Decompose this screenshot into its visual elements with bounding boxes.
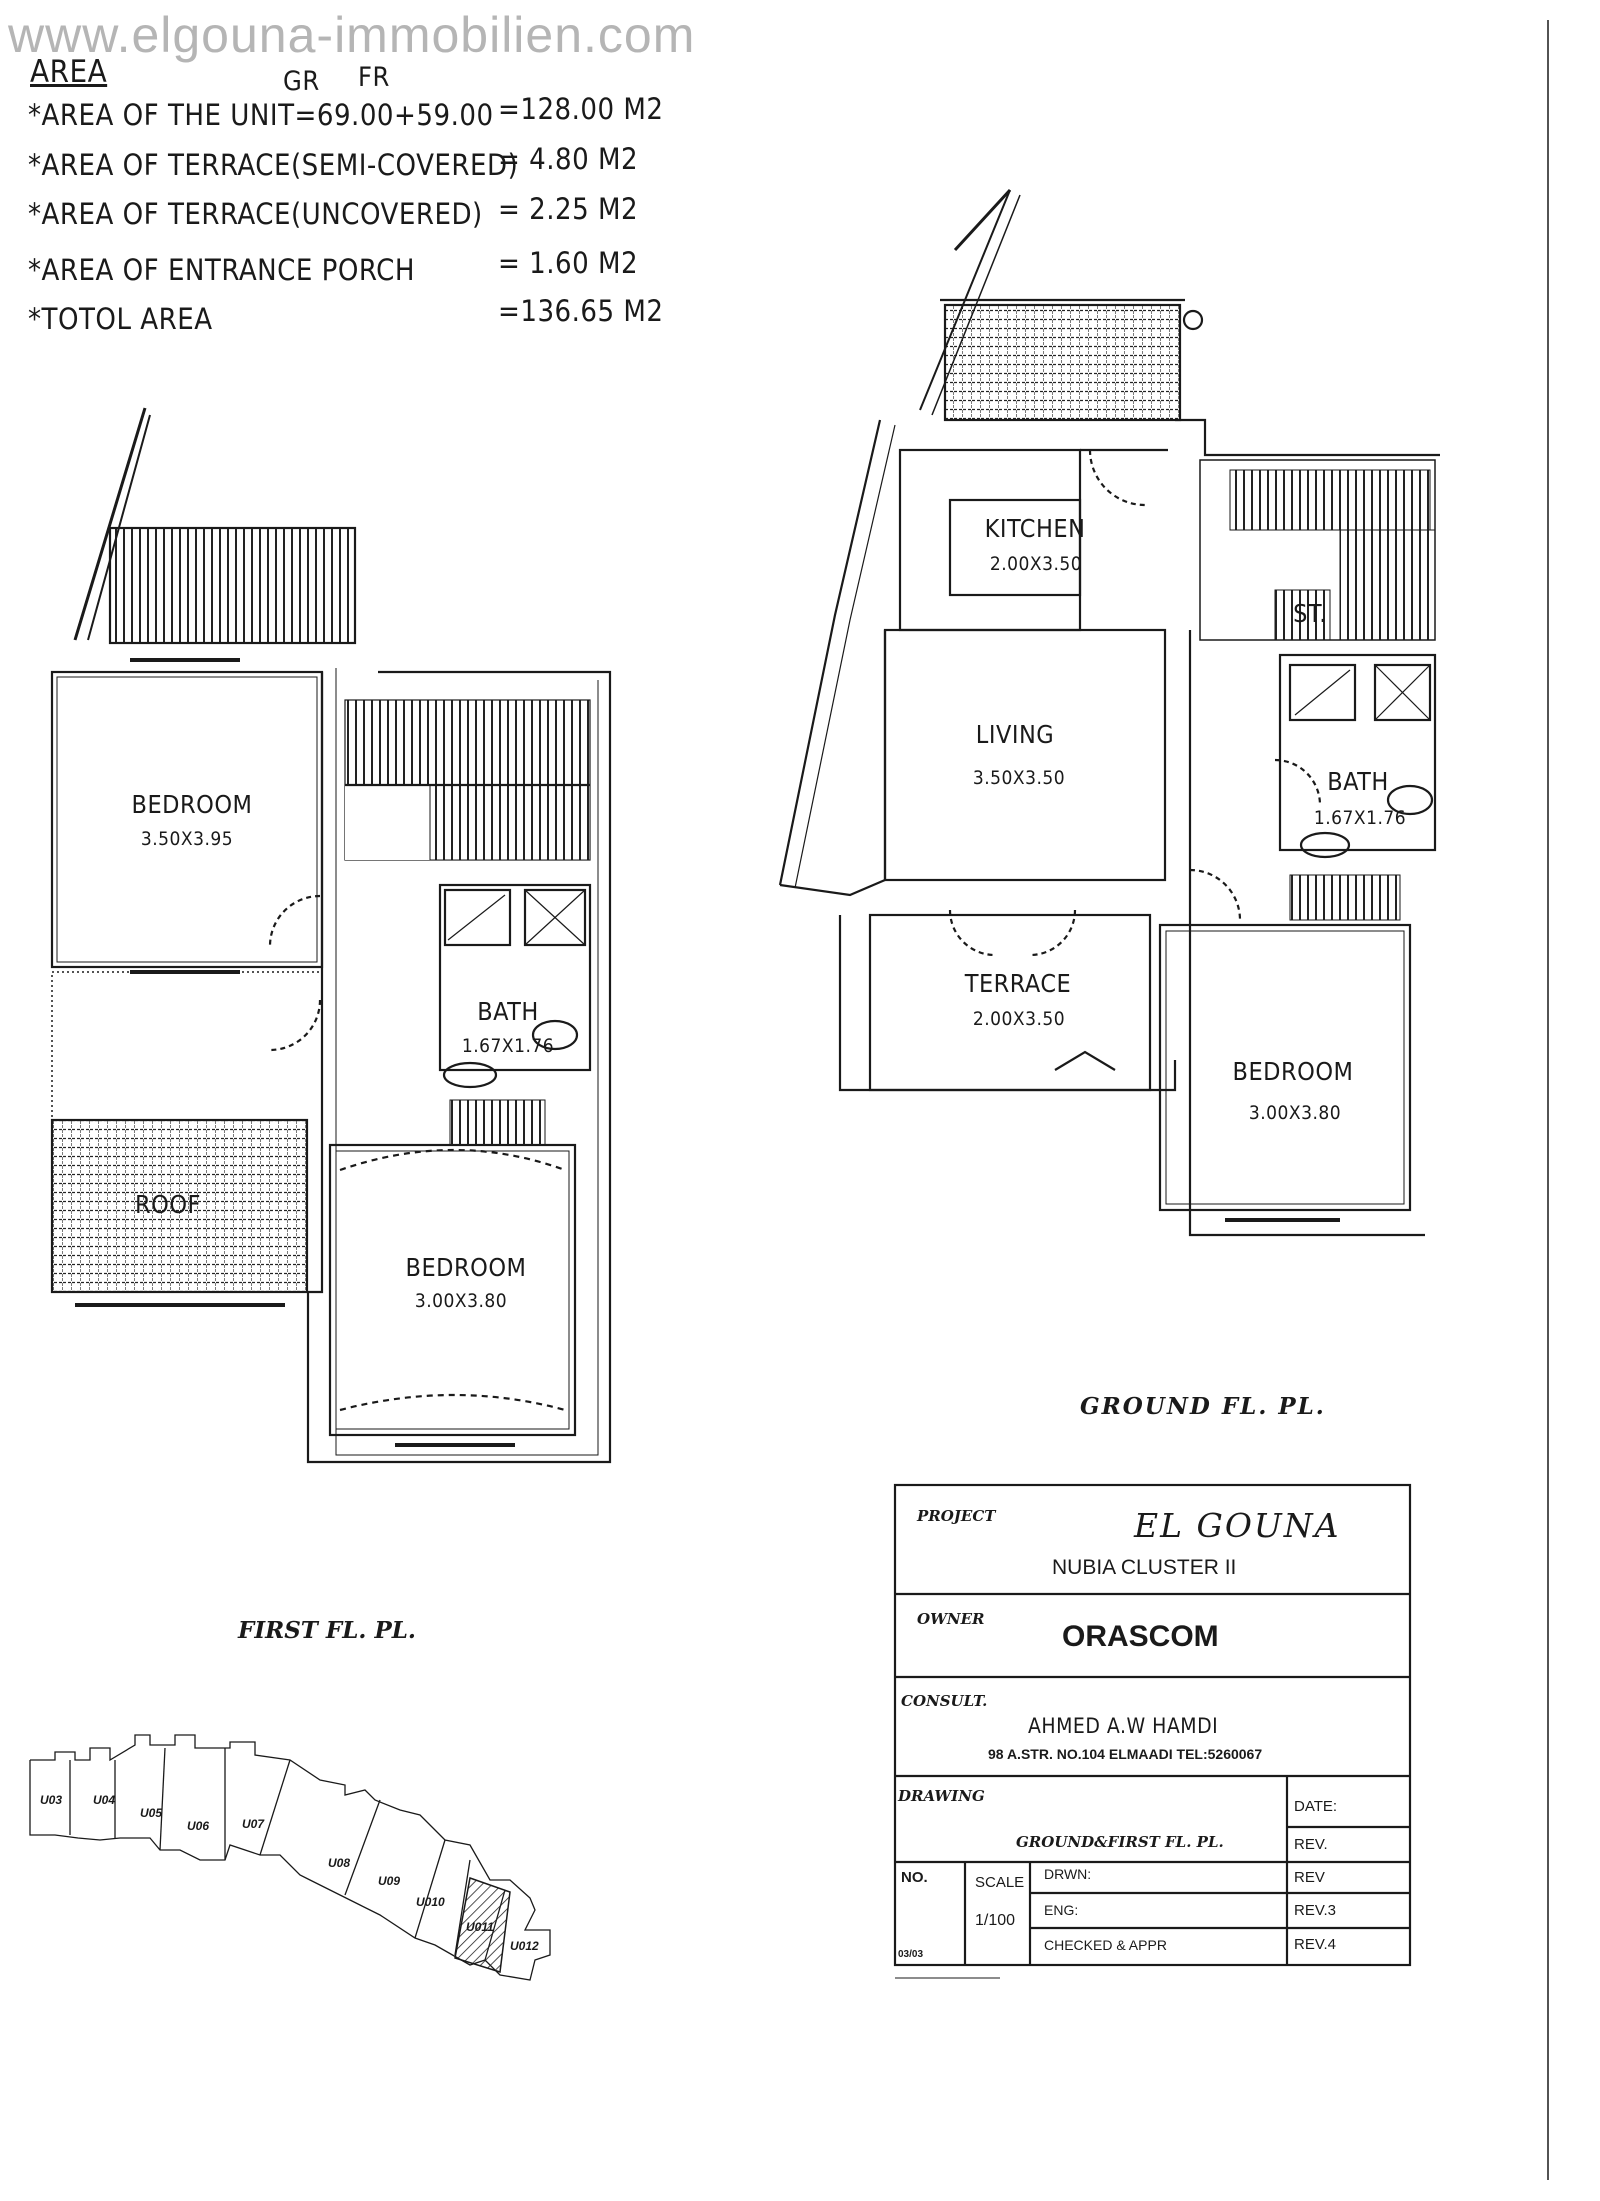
ground-floor-caption: GROUND FL. PL. xyxy=(1080,1393,1326,1420)
area-row-value: = 2.25 M2 xyxy=(498,192,639,226)
store-label: ST. xyxy=(1293,599,1327,628)
project-label: PROJECT xyxy=(917,1507,996,1525)
unit-label: U010 xyxy=(416,1895,445,1909)
unit-label: U06 xyxy=(187,1819,210,1833)
area-row-label: *AREA OF ENTRANCE PORCH xyxy=(28,253,415,287)
area-col-gr: GR xyxy=(283,66,320,97)
watermark-text: www.elgouna-immobilien.com xyxy=(8,7,696,63)
unit-label: U03 xyxy=(40,1793,63,1807)
first-floor-roof-label: ROOF xyxy=(135,1190,201,1219)
drwn-label: DRWN: xyxy=(1044,1866,1092,1882)
first-floor-plan xyxy=(50,407,612,1464)
title-block-frame xyxy=(893,1483,1412,1979)
ground-floor-plan xyxy=(778,188,1440,1237)
rev-label: REV.4 xyxy=(1294,1936,1336,1953)
consult-label: CONSULT. xyxy=(901,1692,988,1710)
kitchen-dim: 2.00X3.50 xyxy=(989,553,1083,575)
unit-label: U08 xyxy=(328,1856,351,1870)
consultant-address: 98 A.STR. NO.104 ELMAADI TEL:5260067 xyxy=(988,1746,1263,1762)
consultant-name: AHMED A.W HAMDI xyxy=(1028,1714,1219,1738)
eng-label: ENG: xyxy=(1044,1902,1079,1918)
no-label: NO. xyxy=(901,1869,928,1886)
first-floor-caption: FIRST FL. PL. xyxy=(238,1617,416,1644)
kitchen-label: KITCHEN xyxy=(984,514,1086,543)
rev-label: REV.3 xyxy=(1294,1902,1336,1919)
area-row-value: = 1.60 M2 xyxy=(498,246,639,280)
area-col-fr: FR xyxy=(358,62,390,93)
drawing-label: DRAWING xyxy=(898,1787,985,1805)
ground-floor-bath-dim: 1.67X1.76 xyxy=(1313,807,1407,829)
ground-floor-bedroom-dim: 3.00X3.80 xyxy=(1248,1102,1342,1124)
ground-floor-bedroom-label: BEDROOM xyxy=(1232,1057,1354,1086)
unit-label: U09 xyxy=(378,1874,401,1888)
unit-label-highlighted: U011 xyxy=(466,1920,494,1934)
rev-label: REV. xyxy=(1294,1836,1328,1853)
terrace-label: TERRACE xyxy=(964,969,1072,998)
scale-label: SCALE xyxy=(975,1874,1025,1891)
area-row-label: *AREA OF TERRACE(UNCOVERED) xyxy=(28,197,483,231)
owner-label: OWNER xyxy=(917,1610,985,1628)
owner-name: ORASCOM xyxy=(1062,1620,1219,1653)
area-row-label: *TOTOL AREA xyxy=(28,302,213,336)
first-floor-bedroom-label: BEDROOM xyxy=(131,790,253,819)
drawing-title: GROUND&FIRST FL. PL. xyxy=(1016,1833,1224,1851)
area-row-label: *AREA OF THE UNIT=69.00+59.00 xyxy=(28,98,494,132)
first-floor-bedroom2-label: BEDROOM xyxy=(405,1253,527,1282)
checked-label: CHECKED & APPR xyxy=(1044,1937,1167,1953)
project-name: EL GOUNA xyxy=(1134,1506,1341,1545)
ground-floor-bath-label: BATH xyxy=(1327,767,1389,796)
date-label: DATE: xyxy=(1294,1798,1338,1815)
living-label: LIVING xyxy=(975,720,1055,749)
rev-label: REV xyxy=(1294,1869,1325,1886)
first-floor-bath-label: BATH xyxy=(477,997,539,1026)
first-floor-bath-dim: 1.67X1.76 xyxy=(461,1035,555,1057)
area-row-value: =128.00 M2 xyxy=(498,92,664,126)
site-key-plan xyxy=(29,1734,551,1981)
corner-mark: 03/03 xyxy=(898,1949,924,1960)
project-sub: NUBIA CLUSTER II xyxy=(1052,1556,1237,1579)
first-floor-bedroom2-dim: 3.00X3.80 xyxy=(414,1290,508,1312)
living-dim: 3.50X3.50 xyxy=(972,767,1066,789)
unit-label: U012 xyxy=(510,1939,539,1953)
scale-value: 1/100 xyxy=(975,1912,1016,1929)
area-row-value: = 4.80 M2 xyxy=(498,142,639,176)
unit-label: U04 xyxy=(93,1793,116,1807)
area-heading: AREA xyxy=(30,54,108,90)
area-row-value: =136.65 M2 xyxy=(498,294,664,328)
unit-label: U05 xyxy=(140,1806,163,1820)
first-floor-bedroom-dim: 3.50X3.95 xyxy=(140,828,234,850)
terrace-dim: 2.00X3.50 xyxy=(972,1008,1066,1030)
area-row-label: *AREA OF TERRACE(SEMI-COVERED) xyxy=(28,148,519,182)
unit-label: U07 xyxy=(242,1817,265,1831)
